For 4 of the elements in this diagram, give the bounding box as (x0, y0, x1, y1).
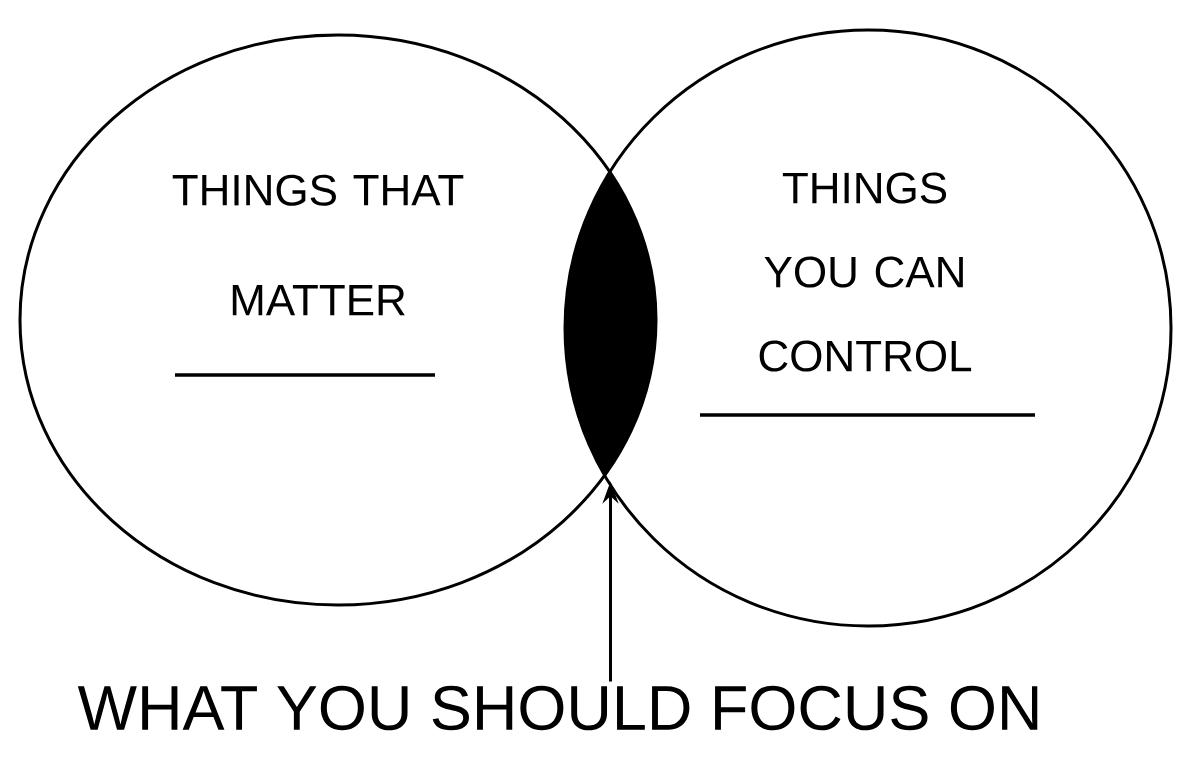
circle-label: THINGS THAT MATTER (172, 174, 464, 316)
circle-label: THINGS YOU CAN CONTROL (759, 172, 972, 372)
overlap-lens (565, 173, 656, 476)
caption-text: WHAT YOU SHOULD FOCUS ON (77, 685, 1038, 731)
